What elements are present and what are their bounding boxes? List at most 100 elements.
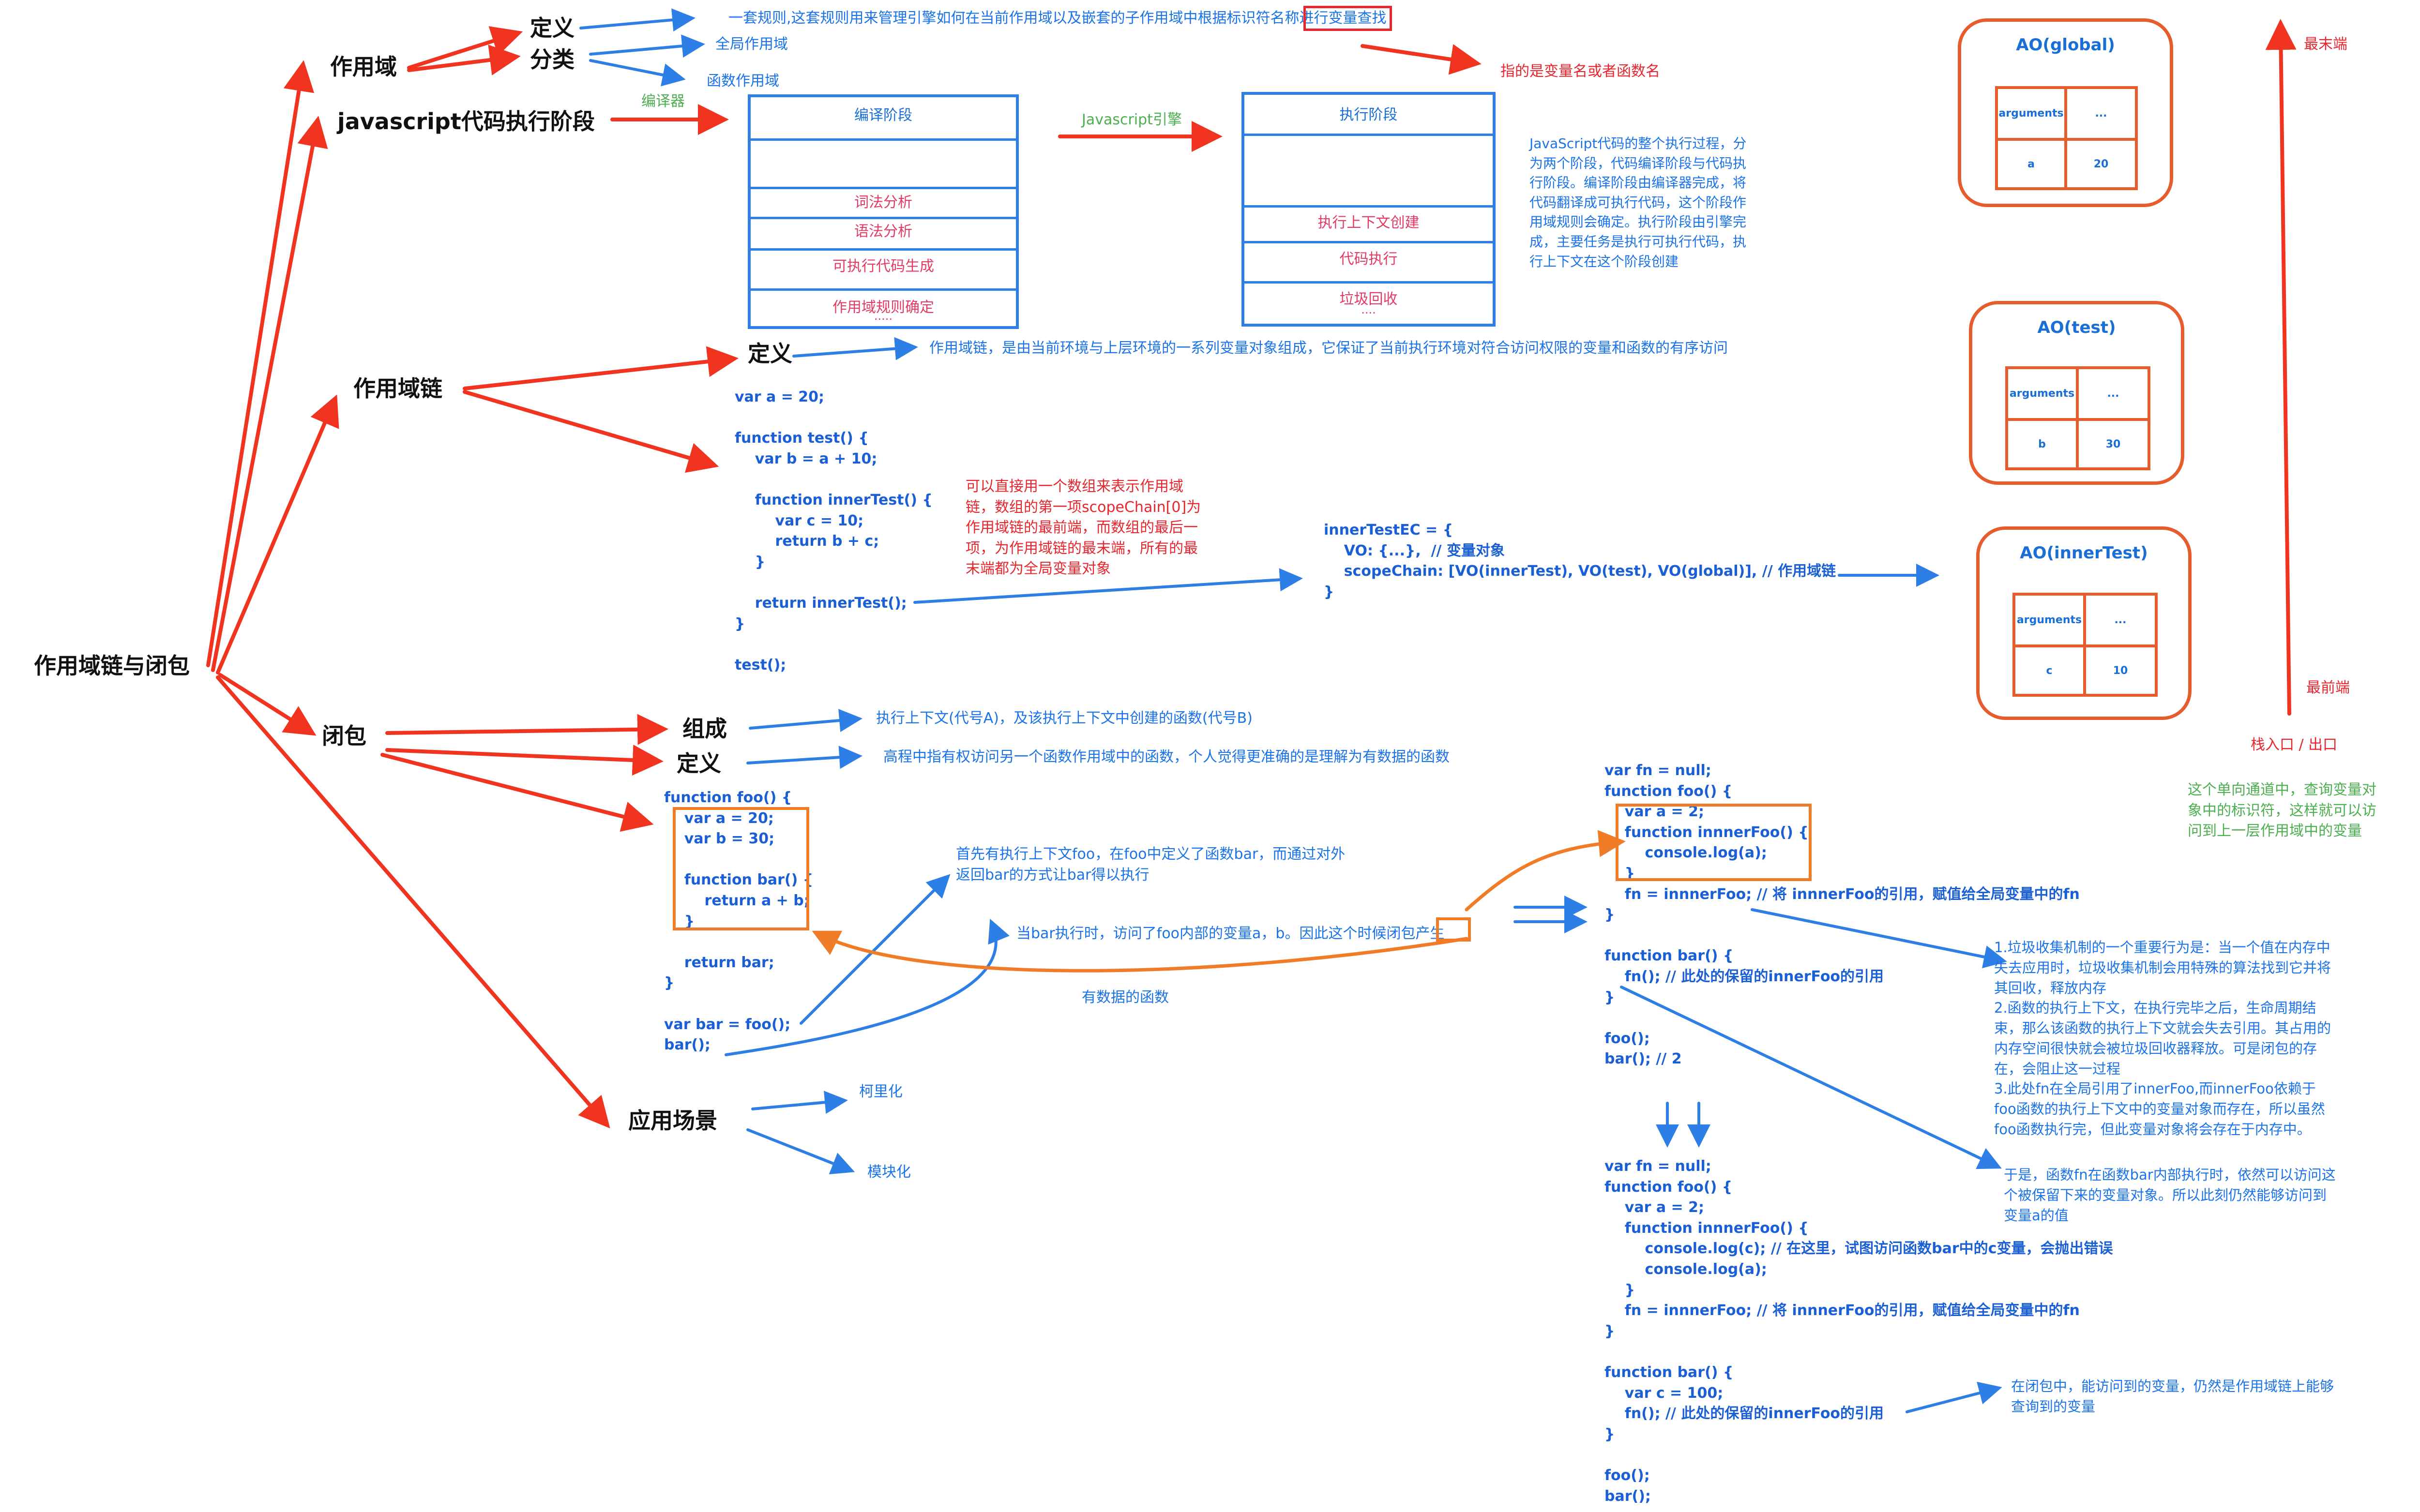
ao-global-cell-arguments: arguments (1998, 107, 2064, 120)
closure-composition-text: 执行上下文(代号A)，及该执行上下文中创建的函数(代号B) (876, 710, 1253, 727)
arrow-def-desc (579, 8, 696, 32)
ao-global-cell-more: ... (2095, 107, 2107, 120)
ao-test-grid: arguments ... b 30 (2005, 366, 2150, 470)
arrow-root-chain (216, 394, 339, 674)
node-root: 作用域链与闭包 (34, 653, 190, 679)
closure-scope-note: 在闭包中，能访问到的变量，仍然是作用域链上能够 查询到的变量 (2011, 1378, 2334, 1415)
node-js-phase: javascript代码执行阶段 (337, 108, 595, 135)
ao-inner-test-cell-arguments: arguments (2016, 614, 2082, 626)
node-scope-chain: 作用域链 (353, 375, 442, 402)
code-test-example: var a = 20; function test() { var b = a … (735, 389, 933, 674)
arrow-identifier-note (1361, 44, 1482, 75)
ao-inner-test-grid: arguments ... c 10 (2012, 593, 2158, 697)
scenario-module: 模块化 (867, 1164, 911, 1181)
stack-farthest-label: 最末端 (2304, 36, 2347, 53)
phase-description: JavaScript代码的整个执行过程，分 为两个阶段，代码编译阶段与代码执 行… (1529, 135, 1747, 269)
identifier-highlight-box (1303, 6, 1392, 31)
scope-definition-text: 一套规则,这套规则用来管理引擎如何在当前作用域以及嵌套的子作用域中根据标识符名称… (728, 10, 1387, 27)
node-closure: 闭包 (322, 723, 366, 749)
arrow-root-closure (218, 673, 317, 736)
exec-item-gc: 垃圾回收 (1339, 291, 1398, 308)
compiler-label: 编译器 (641, 93, 685, 110)
arrow-foo-note1 (800, 874, 951, 1025)
arrow-stack-up (2265, 19, 2297, 716)
closure-word: 闭包 (1386, 925, 1416, 942)
exec-item-context: 执行上下文创建 (1317, 214, 1420, 231)
code-foo-example: function foo() { var a = 20; var b = 30;… (664, 789, 814, 1054)
gc-explanation-note: 1.垃圾收集机制的一个重要行为是：当一个值在内存中 失去应用时，垃圾收集机制会用… (1994, 939, 2331, 1138)
arrow-closure-code (380, 753, 654, 832)
node-closure-definition: 定义 (677, 750, 721, 777)
closure-word-highlight (1436, 917, 1471, 942)
ao-global-cell-value: 20 (2093, 158, 2109, 170)
bar-execution-note: 当bar执行时，访问了foo内部的变量a，b。因此这个时候闭包产生 (1016, 925, 1445, 942)
arrow-curry (751, 1091, 848, 1114)
arrow-root-scenario (216, 675, 610, 1129)
arrow-closure-def (385, 745, 664, 776)
arrow-bar-to-note2 (725, 918, 1010, 1056)
ao-inner-test-cell-name: c (2046, 664, 2053, 677)
arrow-module (746, 1128, 855, 1175)
arrow-class-global (589, 34, 705, 58)
ao-global-title: AO(global) (2016, 35, 2115, 55)
inner-test-ec-code: innerTestEC = { VO: {...}, // 变量对象 scope… (1324, 522, 1836, 600)
exec-stage-box: 执行阶段 执行上下文创建 代码执行 垃圾回收 ···· (1241, 92, 1496, 327)
arrow-class-func (589, 59, 686, 87)
ao-test-cell-arguments: arguments (2009, 388, 2075, 400)
arrow-gc (1751, 908, 2007, 969)
exec-stage-title: 执行阶段 (1339, 106, 1398, 123)
exec-item-run: 代码执行 (1339, 251, 1398, 268)
arrow-chain-def (463, 346, 739, 390)
arrow-scope-def (407, 26, 523, 70)
arrow-closure-comp (385, 714, 668, 745)
ao-global-cell-name: a (2027, 158, 2035, 170)
identifier-note: 指的是变量名或者函数名 (1500, 63, 1660, 80)
global-scope-label: 全局作用域 (715, 36, 788, 53)
arrow-closure-to-inner (1465, 830, 1626, 912)
ao-test-title: AO(test) (2037, 318, 2116, 337)
node-scope: 作用域 (330, 54, 397, 80)
ao-test-cell-value: 30 (2105, 438, 2121, 450)
foo-body-highlight (673, 807, 809, 930)
node-scope-classification: 分类 (530, 46, 575, 73)
compile-stage-box: 编译阶段 词法分析 语法分析 可执行代码生成 作用域规则确定 ····· (748, 94, 1019, 329)
compile-item-lexical: 词法分析 (854, 194, 912, 211)
code-fn-example-1: var fn = null; function foo() { var a = … (1604, 762, 2080, 1068)
arrow-chain-code (463, 390, 719, 473)
node-scenario: 应用场景 (628, 1108, 717, 1134)
foo-explanation-note: 首先有执行上下文foo，在foo中定义了函数bar，而通过对外 返回bar的方式… (956, 846, 1346, 883)
ao-inner-test-box: AO(innerTest) arguments ... c 10 (1976, 526, 2192, 720)
arrow-chain-desc (792, 337, 918, 360)
code-fn-example-2: var fn = null; function foo() { var a = … (1604, 1158, 2113, 1505)
compile-stage-title: 编译阶段 (854, 107, 912, 124)
function-scope-label: 函数作用域 (707, 73, 779, 90)
channel-note: 这个单向通道中，查询变量对 象中的标识符，这样就可以访 问到上一层作用域中的变量 (2188, 781, 2376, 840)
arrow-closure-to-foo (812, 930, 1468, 973)
stack-entry-label: 栈入口 / 出口 (2251, 736, 2338, 753)
node-closure-composition: 组成 (682, 716, 727, 742)
innnerfoo-highlight (1616, 804, 1812, 881)
exec-more: ···· (1361, 306, 1376, 320)
js-engine-label: Javascript引擎 (1082, 111, 1182, 128)
data-function-label: 有数据的函数 (1082, 989, 1169, 1006)
ao-test-box: AO(test) arguments ... b 30 (1969, 301, 2184, 485)
node-scope-definition: 定义 (530, 15, 575, 41)
ao-global-box: AO(global) arguments ... a 20 (1958, 18, 2173, 207)
chain-definition-text: 作用域链，是由当前环境与上层环境的一系列变量对象组成，它保证了当前执行环境对符合… (929, 340, 1728, 357)
compile-item-codegen: 可执行代码生成 (832, 258, 934, 275)
fn-access-note: 于是，函数fn在函数bar内部执行时，依然可以访问这 个被保留下来的变量对象。所… (2004, 1167, 2336, 1224)
arrow-return-ec (913, 568, 1303, 604)
stack-nearest-label: 最前端 (2306, 679, 2350, 696)
node-chain-definition: 定义 (748, 341, 792, 367)
compile-item-scope-rules: 作用域规则确定 (832, 299, 934, 316)
ao-global-grid: arguments ... a 20 (1995, 86, 2138, 190)
arrow-root-phase (211, 116, 328, 672)
ao-test-cell-name: b (2038, 438, 2046, 450)
arrow-closure-def-desc (746, 746, 862, 769)
arrow-root-scope (206, 60, 315, 667)
identifier-name-highlight: 标识符名称 (1226, 10, 1300, 27)
compile-item-syntax: 语法分析 (854, 223, 912, 240)
ao-test-cell-more: ... (2107, 388, 2119, 400)
